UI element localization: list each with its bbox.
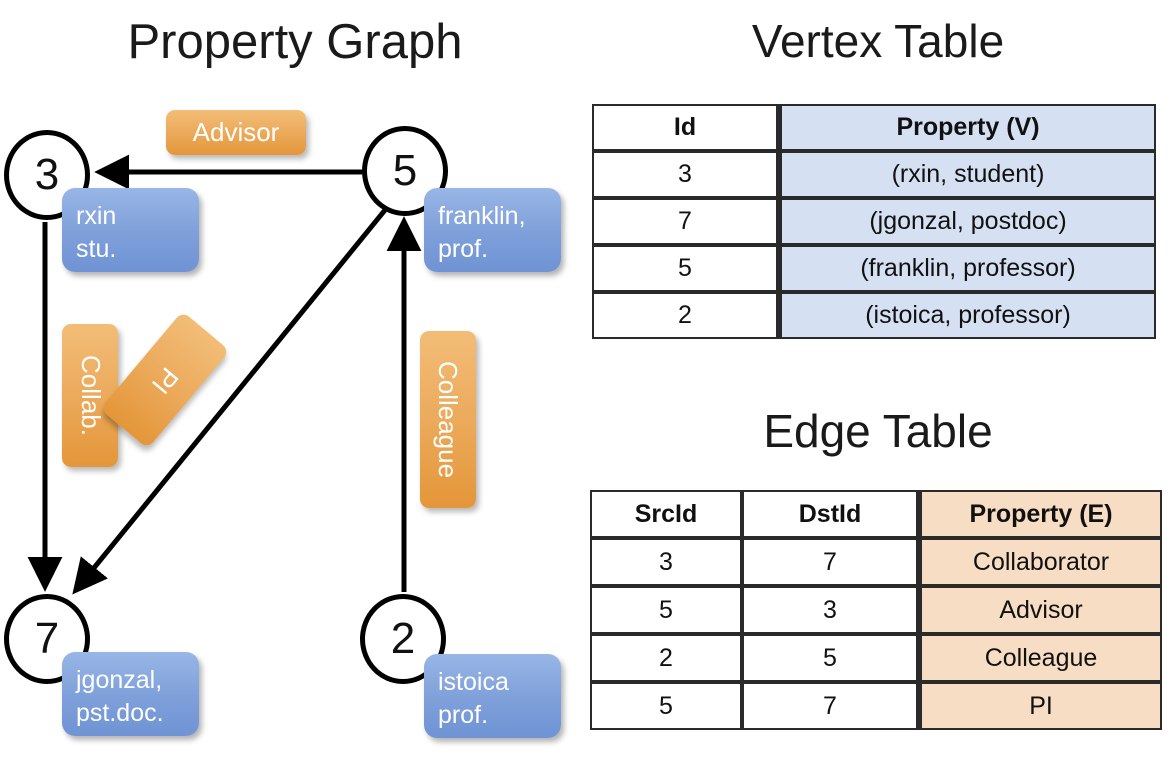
edge-cell-srcid: 3	[590, 538, 742, 586]
edge-label-advisor: Advisor	[166, 110, 306, 155]
edge-cell-srcid: 5	[590, 682, 742, 730]
edge-header-srcid: SrcId	[590, 490, 742, 538]
edge-cell-dstid: 7	[742, 682, 918, 730]
edge-label-text: Collab.	[75, 355, 106, 436]
edge-label-text: Colleague	[433, 360, 464, 479]
table-row: 5 3 Advisor	[590, 586, 1162, 634]
vertex-cell-id: 7	[592, 198, 778, 245]
page-title-edge-table: Edge Table	[763, 405, 993, 457]
table-row: 5 7 PI	[590, 682, 1162, 730]
vertex-header-property: Property (V)	[778, 104, 1156, 151]
vertex-property-bubble-2: istoica prof.	[424, 654, 561, 738]
edge-line-pi	[72, 208, 387, 595]
edge-cell-srcid: 5	[590, 586, 742, 634]
vertex-property-bubble-3: rxin stu.	[62, 188, 199, 272]
edge-label-text: PI	[145, 361, 185, 400]
edge-cell-property: Collaborator	[918, 538, 1162, 586]
property-graph-canvas: 3 5 7 2 rxin stu. franklin, prof. jgonza…	[4, 110, 561, 738]
vertex-property-line: rxin	[76, 202, 117, 230]
vertex-cell-id: 5	[592, 245, 778, 292]
table-header-row: Id Property (V)	[592, 104, 1156, 151]
vertex-property-line: istoica	[438, 668, 509, 696]
page-title-property-graph: Property Graph	[127, 15, 463, 69]
vertex-property-line: franklin,	[438, 202, 526, 230]
vertex-property-line: prof.	[438, 235, 489, 263]
vertex-property-line: prof.	[438, 701, 489, 729]
edge-cell-dstid: 3	[742, 586, 918, 634]
vertex-header-id: Id	[592, 104, 778, 151]
table-row: 2 (istoica, professor)	[592, 292, 1156, 339]
edge-cell-dstid: 5	[742, 634, 918, 682]
table-row: 3 7 Collaborator	[590, 538, 1162, 586]
table-row: 3 (rxin, student)	[592, 151, 1156, 198]
vertex-cell-id: 2	[592, 292, 778, 339]
vertex-cell-property: (jgonzal, postdoc)	[778, 198, 1156, 245]
vertex-property-line: stu.	[76, 235, 117, 263]
graph-node-2[interactable]: 2	[360, 594, 446, 684]
vertex-cell-property: (istoica, professor)	[778, 292, 1156, 339]
edge-cell-property: Advisor	[918, 586, 1162, 634]
table-row: 5 (franklin, professor)	[592, 245, 1156, 292]
vertex-property-line: pst.doc.	[76, 699, 164, 727]
edge-label-collab: Collab.	[62, 324, 118, 467]
edge-table: SrcId DstId Property (E) 3 7 Collaborato…	[590, 490, 1162, 730]
vertex-cell-property: (rxin, student)	[778, 151, 1156, 198]
edge-label-text: Advisor	[192, 117, 280, 147]
graph-edge-lines	[27, 154, 422, 595]
edge-header-dstid: DstId	[742, 490, 918, 538]
graph-node-5[interactable]: 5	[362, 126, 448, 216]
table-header-row: SrcId DstId Property (E)	[590, 490, 1162, 538]
vertex-table: Id Property (V) 3 (rxin, student) 7 (jgo…	[592, 104, 1156, 339]
edge-header-property: Property (E)	[918, 490, 1162, 538]
table-row: 7 (jgonzal, postdoc)	[592, 198, 1156, 245]
edge-label-colleague: Colleague	[420, 331, 476, 508]
vertex-property-bubble-7: jgonzal, pst.doc.	[62, 652, 199, 736]
edge-cell-property: Colleague	[918, 634, 1162, 682]
vertex-cell-id: 3	[592, 151, 778, 198]
page-title-vertex-table: Vertex Table	[751, 15, 1005, 67]
vertex-property-bubble-5: franklin, prof.	[424, 188, 561, 272]
edge-cell-dstid: 7	[742, 538, 918, 586]
vertex-cell-property: (franklin, professor)	[778, 245, 1156, 292]
edge-cell-srcid: 2	[590, 634, 742, 682]
table-row: 2 5 Colleague	[590, 634, 1162, 682]
edge-cell-property: PI	[918, 682, 1162, 730]
vertex-property-line: jgonzal,	[76, 666, 163, 694]
